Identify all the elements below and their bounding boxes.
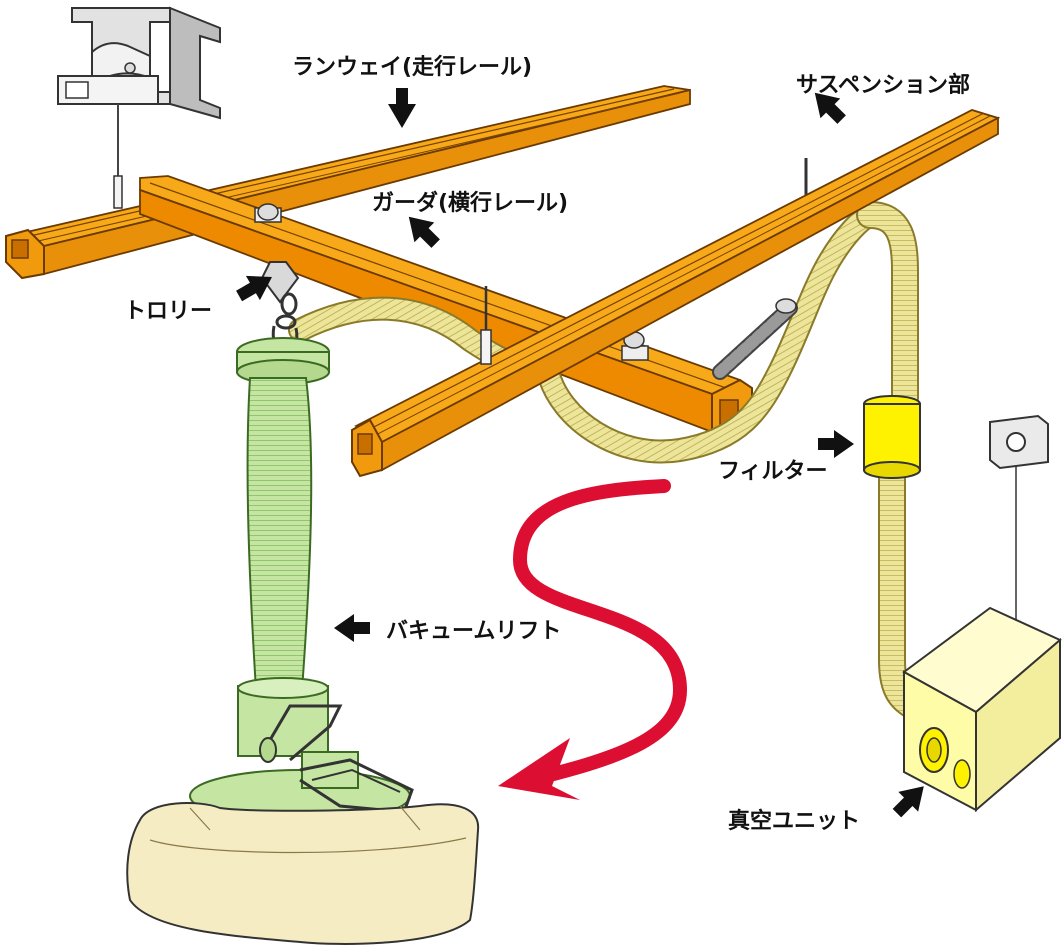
trolley	[260, 261, 300, 352]
runway-label: ランウェイ(走行レール)	[292, 54, 532, 80]
trolley-label: トロリー	[124, 299, 212, 324]
vacuum-unit-pointer-arrow-icon	[892, 786, 924, 818]
vacuum-unit	[902, 606, 1062, 813]
twisted-cable	[712, 298, 798, 380]
control-box-icon	[989, 414, 1049, 620]
runway-pointer-arrow-icon	[388, 88, 416, 128]
suspension-label: サスペンション部	[796, 72, 970, 98]
filter-pointer-arrow-icon	[818, 430, 854, 458]
girder-label: ガーダ(横行レール)	[372, 190, 568, 216]
runway-rail-right	[351, 109, 1001, 478]
vacuum-lift-label: バキュームリフト	[386, 619, 561, 644]
trolley-pointer-arrow-icon	[236, 275, 272, 302]
vacuum-lift-unit	[189, 337, 414, 823]
filter-label: フィルター	[718, 459, 828, 484]
ceiling-beam-bracket	[57, 6, 221, 209]
load-bag	[126, 802, 480, 945]
girder-trolley-wheel-left	[254, 203, 282, 223]
lift-pointer-arrow-icon	[334, 614, 370, 642]
vacuum-unit-label: 真空ユニット	[728, 808, 860, 834]
filter	[863, 395, 921, 479]
curved-red-arrow-icon	[498, 479, 688, 800]
girder-hanger-rod	[480, 286, 492, 365]
